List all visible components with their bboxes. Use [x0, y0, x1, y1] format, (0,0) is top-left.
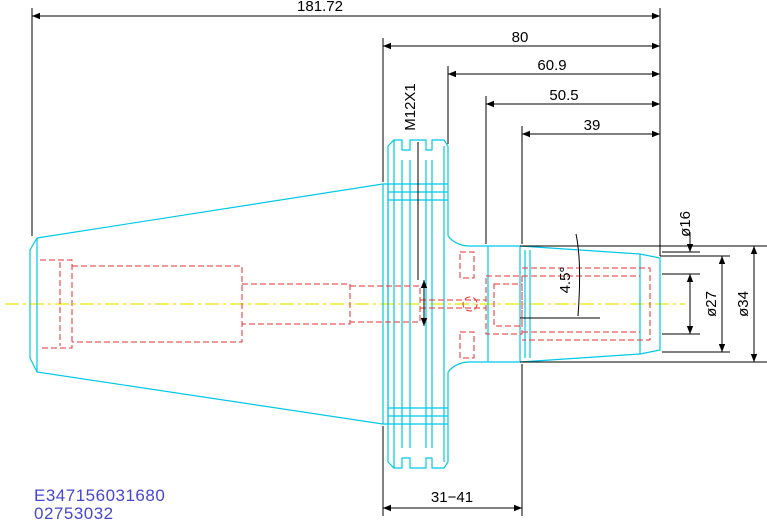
hidden-lines [40, 251, 651, 359]
dim-80: 80 [512, 29, 529, 46]
part-number: E347156031680 [34, 486, 166, 505]
order-code: 02753032 [34, 504, 114, 523]
dim-dia-34: ø34 [735, 291, 752, 317]
dim-dia-16: ø16 [677, 211, 694, 237]
dimension-lines [31, 8, 767, 516]
dim-total-length: 181.72 [297, 0, 343, 15]
dim-39: 39 [584, 117, 601, 134]
dim-thread: M12X1 [402, 83, 419, 131]
dim-60-9: 60.9 [537, 57, 566, 74]
dim-range: 31−41 [431, 489, 473, 506]
dim-50-5: 50.5 [549, 87, 578, 104]
dim-taper-angle: 4.5° [557, 267, 574, 294]
dim-dia-27: ø27 [703, 291, 720, 317]
